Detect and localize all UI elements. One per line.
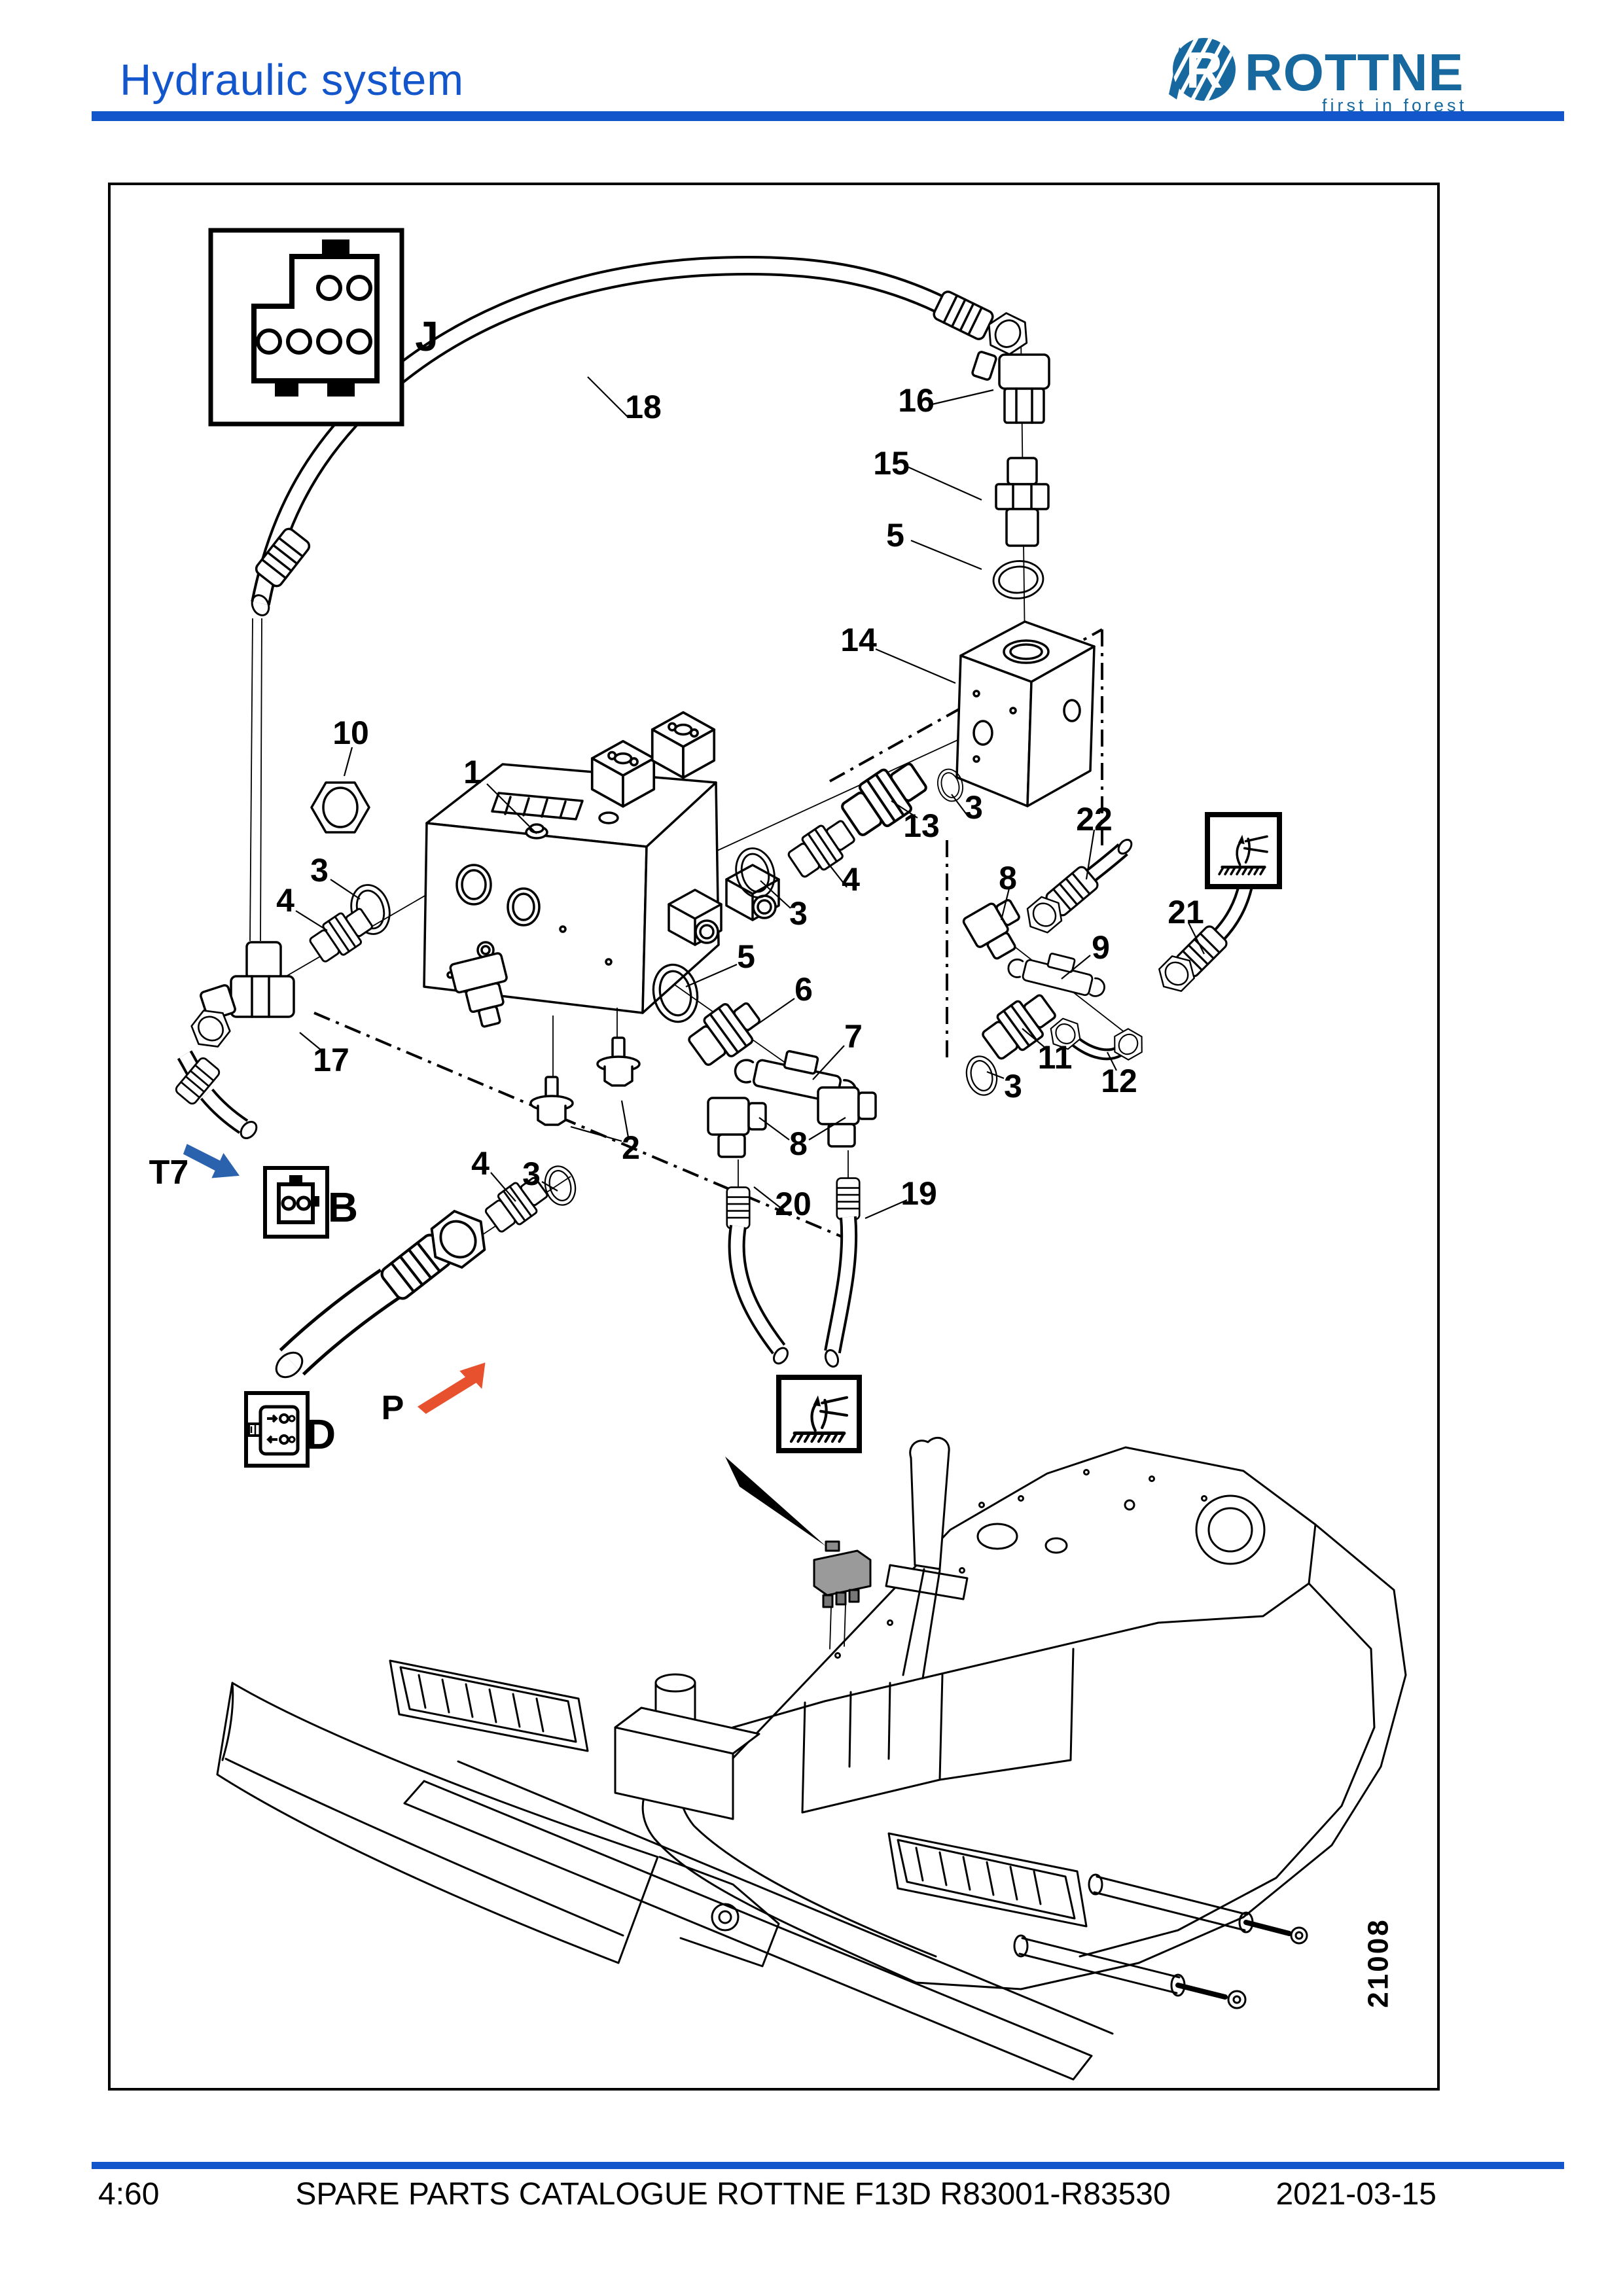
nut-10-drawing <box>310 781 370 834</box>
figure-frame <box>108 183 1440 2091</box>
part-callout-11: 11 <box>1038 1039 1073 1076</box>
T7-flow-arrow <box>183 1144 240 1178</box>
part-callout-8: 8 <box>999 860 1017 896</box>
rottne-logo: R ROTTNE first in forest <box>1169 38 1467 115</box>
part-callout-4: 4 <box>471 1145 490 1182</box>
svg-text:R: R <box>1186 41 1222 99</box>
part-callout-5: 5 <box>886 517 904 554</box>
P-flow-arrow <box>417 1362 486 1414</box>
part-callout-14: 14 <box>840 622 877 658</box>
part-callout-1: 1 <box>463 754 482 790</box>
hose-18-drawing <box>249 255 1036 942</box>
elbow-8b-drawing <box>962 899 1020 960</box>
part-callout-15: 15 <box>873 445 910 482</box>
part-callout-3: 3 <box>789 895 808 932</box>
part-callout-4: 4 <box>276 882 294 919</box>
part-callout-4: 4 <box>842 861 860 898</box>
bolts-2-drawing <box>529 1008 641 1126</box>
o-ring-5-top-drawing <box>991 557 1046 602</box>
fitting-15-drawing <box>995 457 1050 547</box>
part-callout-13: 13 <box>903 807 940 844</box>
part-callout-21: 21 <box>1168 894 1204 930</box>
mounting-location-arrow <box>725 1457 826 1546</box>
thread-sealant-icon <box>1205 812 1282 889</box>
part-callout-3: 3 <box>1004 1068 1022 1104</box>
part-callout-5: 5 <box>737 938 755 975</box>
part-callout-18: 18 <box>625 389 662 425</box>
part-callout-3: 3 <box>522 1156 541 1192</box>
header-rule <box>92 111 1564 121</box>
thread-sealant-icon <box>776 1375 862 1453</box>
fignum-callout-21008: 21008 <box>1363 1918 1395 2007</box>
solenoid-coil-drawing <box>651 711 716 779</box>
part-callout-9: 9 <box>1092 929 1110 966</box>
solenoid-valve-drawing <box>725 864 780 921</box>
part-callout-3: 3 <box>310 852 329 889</box>
footer-page-number: 4:60 <box>98 2177 160 2212</box>
part-callout-12: 12 <box>1101 1063 1137 1099</box>
relief-valve-drawing <box>449 952 508 1028</box>
valve-block-14-drawing <box>955 620 1096 807</box>
footer-rule <box>92 2162 1564 2169</box>
hose-P-drawing <box>275 1201 497 1379</box>
elbow-8-right-drawing <box>817 1086 877 1148</box>
footer-date: 2021-03-15 <box>1275 2177 1436 2212</box>
hose-22-drawing <box>1020 838 1133 940</box>
part-callout-22: 22 <box>1076 801 1113 838</box>
part-callout-20: 20 <box>775 1186 812 1222</box>
part-callout-7: 7 <box>844 1018 863 1055</box>
connector-J-box <box>208 228 404 427</box>
hose-T7-drawing <box>173 1050 258 1140</box>
chassis-drawing <box>216 1437 1407 2081</box>
elbow-8-left-drawing <box>707 1097 767 1158</box>
pump-D-box <box>244 1391 310 1468</box>
part-callout-8: 8 <box>789 1125 808 1162</box>
port-callout-T7: T7 <box>149 1154 189 1192</box>
part-callout-6: 6 <box>794 971 813 1008</box>
footer-catalogue-title: SPARE PARTS CATALOGUE ROTTNE F13D R83001… <box>295 2177 1171 2212</box>
connector-callout-B: B <box>328 1184 358 1231</box>
tube-12-drawing <box>1044 1012 1150 1065</box>
connector-callout-J: J <box>415 313 438 360</box>
leader-lines <box>295 376 1205 1220</box>
o-ring-3-P-drawing <box>540 1162 580 1209</box>
hose-19-drawing <box>824 1150 861 1368</box>
connector-callout-D: D <box>306 1411 336 1458</box>
part-callout-17: 17 <box>313 1042 349 1078</box>
fitting-4-P-drawing <box>480 1170 554 1238</box>
hose-20-drawing <box>726 1159 789 1365</box>
page-title: Hydraulic system <box>120 56 465 105</box>
connector-B-box <box>263 1166 329 1239</box>
fitting-4-left-drawing <box>305 901 378 968</box>
elbow-17-drawing <box>200 941 295 1021</box>
part-callout-19: 19 <box>901 1175 937 1212</box>
rottne-logo-mark: R <box>1169 38 1236 101</box>
part-callout-16: 16 <box>898 382 935 419</box>
rottne-logo-wordmark: ROTTNE <box>1245 43 1464 101</box>
part-callout-2: 2 <box>622 1129 640 1166</box>
rottne-logo-tagline: first in forest <box>1322 96 1467 115</box>
part-callout-3: 3 <box>965 789 983 826</box>
elbow-16-drawing <box>971 351 1050 424</box>
fitting-6-drawing <box>688 1002 761 1066</box>
port-callout-P: P <box>382 1389 404 1427</box>
mounted-valve-drawing <box>813 1540 872 1650</box>
part-callout-10: 10 <box>332 715 369 751</box>
